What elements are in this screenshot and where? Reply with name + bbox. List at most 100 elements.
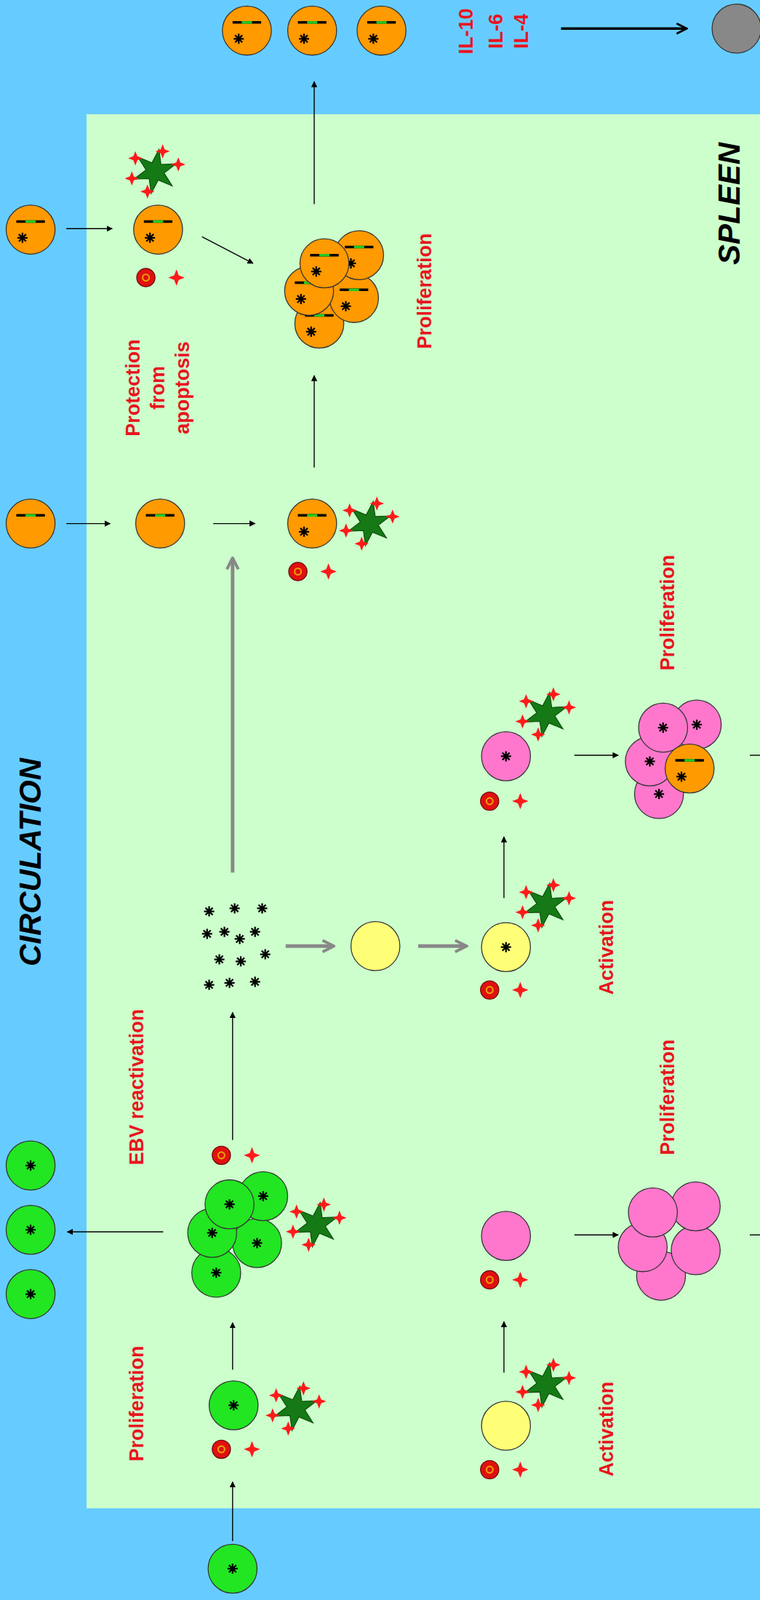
receptor-bar <box>367 21 396 24</box>
ebv-marker <box>204 979 215 990</box>
signal-core <box>218 1151 225 1158</box>
cytokine-sparkle <box>515 904 531 920</box>
signal-cell <box>480 791 499 810</box>
cytokine-sparkle <box>562 890 577 906</box>
ebv-marker <box>17 232 28 243</box>
cytokine-sparkle <box>243 1146 260 1163</box>
cytokine-sparkle <box>519 693 534 709</box>
transformed-b-cell <box>329 273 379 323</box>
signal-cell <box>480 1269 499 1288</box>
cytokine-sparkle <box>546 1357 561 1372</box>
ebv-b-cell <box>5 1205 55 1254</box>
transformed-b-cell <box>334 230 384 280</box>
receptor-bar <box>241 21 252 24</box>
ebv-marker <box>340 301 351 312</box>
ebv-marker <box>676 770 687 782</box>
ebv-b-cell <box>238 1170 288 1220</box>
ebv-marker <box>214 954 225 965</box>
ebv-marker <box>644 755 655 766</box>
ebv-marker <box>204 906 215 917</box>
cytokine-sparkle <box>320 562 336 579</box>
cytokine-sparkle <box>512 1461 528 1478</box>
cytokine-sparkle <box>546 877 561 893</box>
flow-arrow <box>66 228 112 230</box>
cytokine-sparkle <box>168 269 184 286</box>
dendritic-cell <box>524 691 567 736</box>
region-title: SPLEEN <box>712 142 747 265</box>
transformed-b-cell <box>5 205 55 254</box>
cytokine-sparkle <box>519 1364 534 1379</box>
transformed-b-cell <box>133 205 183 254</box>
target-cell <box>712 4 760 54</box>
ebv-marker <box>25 1288 36 1299</box>
receptor-bar <box>154 514 166 518</box>
ebv-marker <box>296 293 307 304</box>
cytokine-sparkle <box>546 686 561 702</box>
ebv-marker <box>234 933 246 944</box>
signal-core <box>486 1275 494 1283</box>
ebv-marker <box>256 902 267 913</box>
ebv-b-cell <box>5 1140 55 1190</box>
ebv-marker <box>224 1198 235 1209</box>
ebv-marker <box>227 1562 238 1574</box>
transformed-b-cell <box>665 744 715 793</box>
stage-label: Protection from apoptosis <box>121 328 195 448</box>
flow-arrow <box>560 27 686 31</box>
ebv-marker <box>306 326 317 337</box>
receptor-bar <box>675 758 704 762</box>
ebv-b-cell <box>209 1380 259 1430</box>
receptor-bar <box>146 514 175 518</box>
transformed-b-cell <box>294 298 344 348</box>
receptor-bar <box>144 220 173 224</box>
signal-cell <box>212 1145 231 1164</box>
region-title: CIRCULATION <box>13 757 48 966</box>
ebv-marker <box>229 902 240 913</box>
ebv-b-cell <box>187 1208 237 1257</box>
dendritic-cell <box>295 1202 338 1247</box>
ebv-marker <box>144 232 155 243</box>
transformed-b-cell <box>299 238 349 288</box>
receptor-bar <box>376 21 387 24</box>
transformed-b-cell <box>288 5 337 55</box>
signal-cell <box>288 562 307 581</box>
receptor-bar <box>306 514 318 518</box>
signal-core <box>142 274 150 281</box>
ebv-marker <box>501 750 512 761</box>
flow-arrow <box>67 1230 164 1232</box>
cytokine-sparkle <box>530 917 546 933</box>
ebv-marker <box>691 719 702 730</box>
stage-label: IL-4 <box>509 13 535 49</box>
ebv-marker <box>210 1266 222 1278</box>
stage-label: IL-10 <box>454 8 480 54</box>
ebv-marker <box>25 1224 36 1235</box>
receptor-bar <box>294 281 323 285</box>
cytokine-sparkle <box>265 1407 280 1422</box>
flow-arrow <box>213 522 256 524</box>
activated-b-cell <box>634 769 683 819</box>
cytokine-sparkle <box>530 727 546 742</box>
ebv-marker <box>298 526 310 537</box>
signal-core <box>486 797 494 805</box>
cytokine-sparkle <box>562 1370 577 1385</box>
ebv-marker <box>653 788 664 799</box>
ebv-marker <box>207 1226 218 1238</box>
cytokine-sparkle <box>155 144 171 159</box>
ebv-b-cell <box>232 1218 282 1267</box>
cytokine-sparkle <box>243 1440 260 1457</box>
dendritic-cell <box>524 1362 567 1407</box>
cytokine-sparkle <box>385 509 400 524</box>
receptor-bar <box>152 220 163 224</box>
ebv-b-cell <box>205 1179 254 1229</box>
ebv-marker <box>658 722 669 733</box>
ebv-b-cell <box>208 1543 257 1592</box>
cytokine-sparkle <box>519 884 534 899</box>
flow-arrow <box>313 375 315 467</box>
illustration-part <box>5 4 760 1593</box>
cytokine-sparkle <box>515 714 531 729</box>
ebv-marker <box>250 976 261 987</box>
naive-b-cell <box>351 921 400 971</box>
cytokine-sparkle <box>280 1421 296 1436</box>
flow-arrow <box>232 1011 233 1139</box>
